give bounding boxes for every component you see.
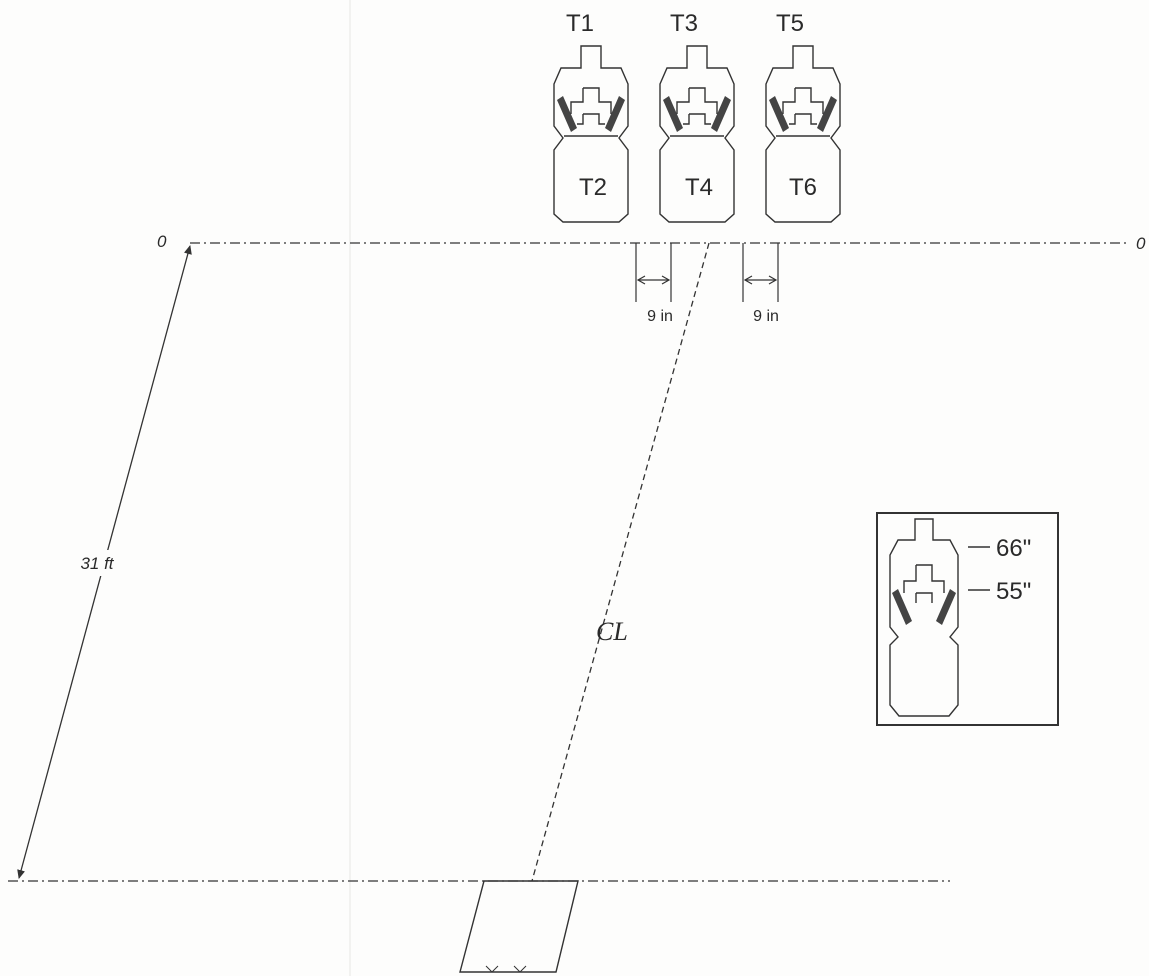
target-label-bottom: T6 bbox=[789, 174, 817, 201]
target-label-top: T5 bbox=[776, 10, 804, 37]
foot-marks bbox=[485, 965, 527, 973]
target-label-bottom: T4 bbox=[685, 174, 713, 201]
distance-label-bg bbox=[70, 550, 124, 576]
target-group-3: T5 T6 bbox=[765, 10, 841, 223]
target-group-1: T1 T2 bbox=[553, 10, 629, 223]
target-group-2: T3 T4 bbox=[659, 10, 735, 223]
gap-label: 9 in bbox=[647, 308, 673, 325]
centerline-label: CL bbox=[596, 617, 628, 646]
centerline bbox=[531, 242, 710, 882]
inset-height-legend: 66" 55" bbox=[876, 512, 1059, 726]
baseline-label-right: 0 bbox=[1136, 234, 1146, 253]
gap-label: 9 in bbox=[753, 308, 779, 325]
target-label-top: T1 bbox=[566, 10, 594, 37]
height-label-lower: 55" bbox=[996, 578, 1031, 605]
distance-label: 31 ft bbox=[80, 554, 114, 573]
shooter-position-box bbox=[459, 880, 579, 973]
baseline-label-left: 0 bbox=[157, 232, 167, 251]
gap-dimension-1: 9 in bbox=[635, 243, 673, 325]
gap-dimension-2: 9 in bbox=[742, 243, 779, 325]
target-label-bottom: T2 bbox=[579, 174, 607, 201]
height-label-upper: 66" bbox=[996, 535, 1031, 562]
target-label-top: T3 bbox=[670, 10, 698, 37]
